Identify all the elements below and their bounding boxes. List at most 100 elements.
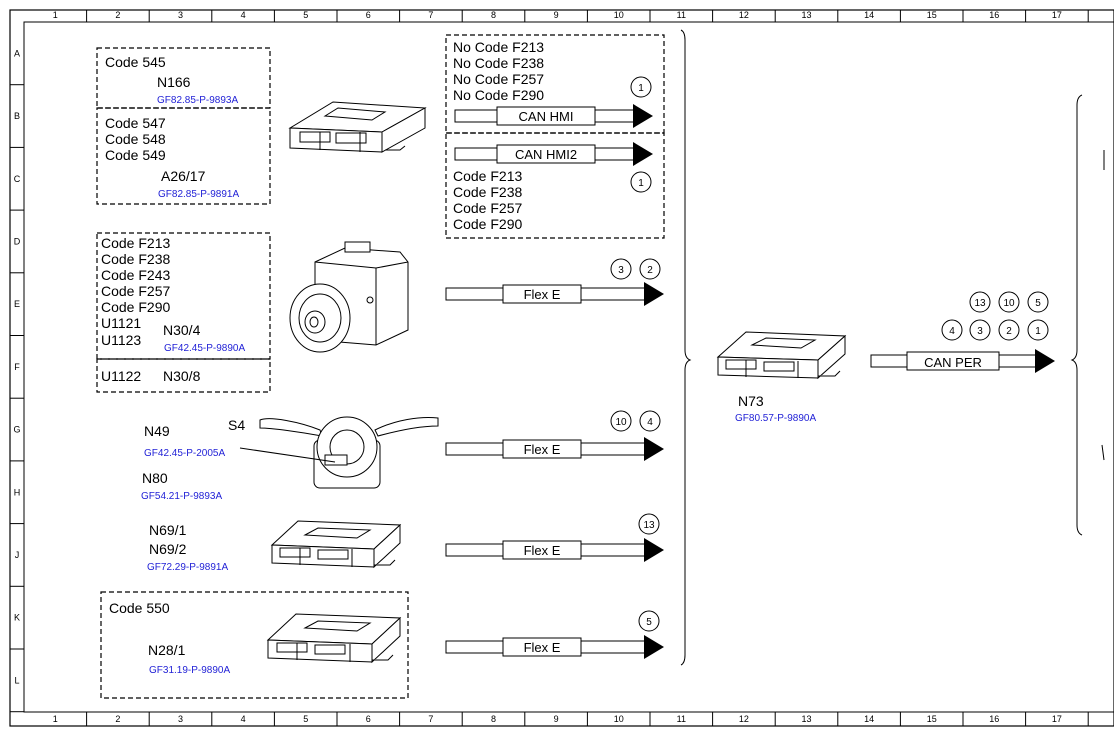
ignition-lock-drawing	[289, 241, 409, 353]
grid-col-bottom-17: 17	[1052, 714, 1062, 724]
grid-col-top-3: 3	[178, 10, 183, 20]
component-n69-2: N69/2	[149, 541, 187, 557]
edge-fragment	[1101, 150, 1105, 461]
component-n69-1: N69/1	[149, 522, 187, 538]
group-550-ref: GF31.19-P-9890A	[149, 665, 230, 676]
group-545-box	[96, 47, 271, 109]
grid-col-top-9: 9	[554, 10, 559, 20]
grid-col-bottom-1: 1	[53, 714, 58, 724]
component-s4: S4	[228, 417, 245, 433]
group-n30-code-3: Code F243	[101, 267, 170, 283]
group-n30-code-6: U1121	[101, 315, 141, 331]
group-545-component: N166	[157, 74, 191, 90]
n73-ref: GF80.57-P-9890A	[735, 413, 816, 424]
connector-per-bottom-1: 4	[949, 326, 955, 337]
group-547-component: A26/17	[161, 168, 206, 184]
grid-col-bottom-16: 16	[989, 714, 999, 724]
connector-hmi: 1	[630, 76, 652, 98]
bus-flex-e-3: Flex E	[445, 538, 664, 562]
connector-flex4-a: 5	[646, 617, 652, 628]
control-unit-n73-drawing	[716, 331, 847, 380]
group-n30-code-7: U1123	[101, 332, 141, 348]
connector-flex1-b: 2	[647, 265, 653, 276]
grid-row-A: A	[14, 48, 20, 58]
connector-per-top-1: 13	[974, 298, 986, 309]
connector-flex3-a: 13	[643, 520, 655, 531]
grid-col-bottom-13: 13	[801, 714, 811, 724]
n69-ref: GF72.29-P-9891A	[147, 562, 228, 573]
grid-col-bottom-10: 10	[614, 714, 624, 724]
grid-col-bottom-7: 7	[428, 714, 433, 724]
grid-col-bottom-12: 12	[739, 714, 749, 724]
group-n30-code-1: Code F213	[101, 235, 170, 251]
hmi-nocode-2: No Code F238	[453, 55, 544, 71]
connector-flex3: 13	[638, 513, 660, 535]
hmi-code-4: Code F290	[453, 216, 522, 232]
connector-flex2: 10 4	[610, 410, 661, 432]
component-n80: N80	[142, 470, 168, 486]
bus-can-hmi2-label: CAN HMI2	[515, 147, 577, 162]
grid-col-top-17: 17	[1052, 10, 1062, 20]
connector-per-top-2: 10	[1003, 298, 1015, 309]
grid-col-bottom-3: 3	[178, 714, 183, 724]
bus-can-hmi2: CAN HMI2	[454, 142, 653, 166]
hmi-code-3: Code F257	[453, 200, 522, 216]
grid-col-bottom-9: 9	[554, 714, 559, 724]
grid-col-top-2: 2	[115, 10, 120, 20]
n80-ref: GF54.21-P-9893A	[141, 491, 222, 502]
group-545-ref: GF82.85-P-9893A	[157, 95, 238, 106]
grid-row-D: D	[14, 236, 21, 246]
group-u1122-code: U1122	[101, 368, 141, 384]
grid-row-B: B	[14, 111, 20, 121]
group-n30-ref: GF42.45-P-9890A	[164, 343, 245, 354]
bus-flex-e-4-label: Flex E	[524, 640, 561, 655]
grid-col-top-12: 12	[739, 10, 749, 20]
bus-flex-e-1: Flex E	[445, 282, 664, 306]
control-unit-a26-drawing	[288, 101, 427, 153]
grid-col-top-13: 13	[801, 10, 811, 20]
grid-col-top-15: 15	[927, 10, 937, 20]
grid-col-top-4: 4	[241, 10, 246, 20]
connector-flex1-a: 3	[618, 265, 624, 276]
grid-col-bottom-4: 4	[241, 714, 246, 724]
hmi-nocode-3: No Code F257	[453, 71, 544, 87]
group-547-ref: GF82.85-P-9891A	[158, 189, 239, 200]
component-n73: N73	[738, 393, 764, 409]
group-n30-component: N30/4	[163, 322, 201, 338]
bus-flex-e-3-label: Flex E	[524, 543, 561, 558]
hmi-code-1: Code F213	[453, 168, 522, 184]
group-u1122-component: N30/8	[163, 368, 201, 384]
grid-row-L: L	[14, 675, 19, 685]
grid-col-bottom-11: 11	[677, 714, 686, 724]
group-n30-box	[96, 232, 271, 360]
grid-row-K: K	[14, 613, 20, 623]
group-547-code-2: Code 548	[105, 131, 166, 147]
grid-col-top-6: 6	[366, 10, 371, 20]
bus-flex-e-2: Flex E	[445, 437, 664, 461]
grid-col-top-8: 8	[491, 10, 496, 20]
group-547-code-1: Code 547	[105, 115, 166, 131]
connector-hmi-1: 1	[638, 83, 644, 94]
grid-col-top-16: 16	[989, 10, 999, 20]
grid-row-C: C	[14, 174, 21, 184]
group-n30-code-5: Code F290	[101, 299, 170, 315]
grid-col-bottom-15: 15	[927, 714, 937, 724]
bus-flex-e-4: Flex E	[445, 635, 664, 659]
grid-col-top-11: 11	[677, 10, 686, 20]
bus-can-hmi-label: CAN HMI	[519, 109, 574, 124]
bus-can-hmi: CAN HMI	[454, 104, 653, 128]
control-unit-n69-drawing	[270, 520, 402, 569]
connector-per-bottom-4: 1	[1035, 326, 1041, 337]
grid-col-top-1: 1	[53, 10, 58, 20]
bus-can-per-label: CAN PER	[924, 355, 982, 370]
group-547-code-3: Code 549	[105, 147, 166, 163]
grid-row-J: J	[15, 550, 20, 560]
steering-column-switch-drawing	[239, 416, 439, 489]
grid-col-bottom-14: 14	[864, 714, 874, 724]
grid-row-F: F	[14, 362, 20, 372]
connector-flex4: 5	[638, 610, 660, 632]
